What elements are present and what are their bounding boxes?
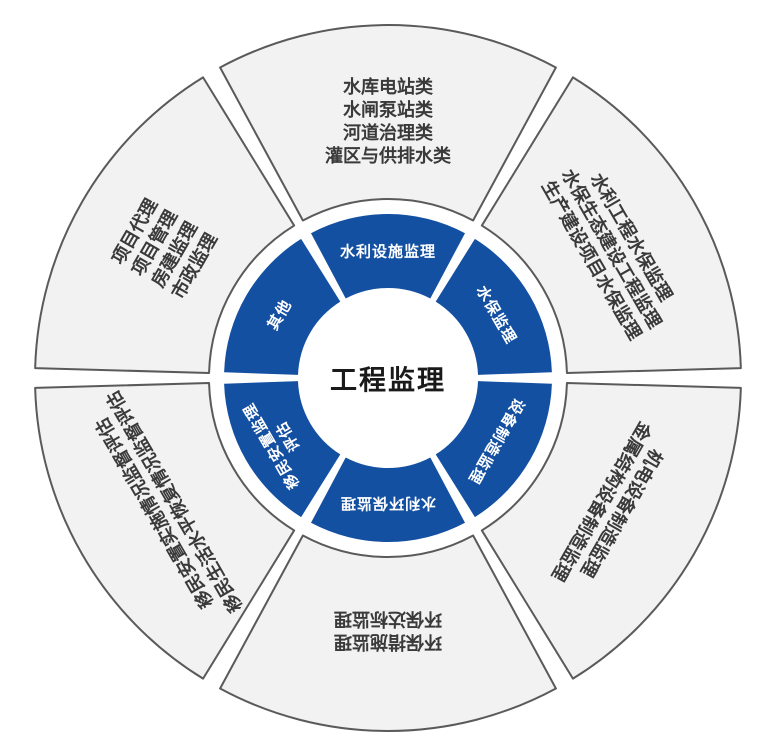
center-hub-circle (299, 289, 477, 467)
outer-label-line: 河道治理类 (343, 123, 433, 143)
outer-label-line: 灌区与供排水类 (325, 146, 451, 166)
outer-label-top: 水库电站类 水闸泵站类 河道治理类 灌区与供排水类 (325, 76, 451, 168)
center-label-text: 工程监理 (330, 365, 446, 396)
outer-label-line: 水库电站类 (343, 77, 433, 97)
outer-label-line: 环保达标监理 (334, 609, 442, 629)
inner-label-bottom: 水利环保监理 (340, 494, 436, 513)
outer-label-bottom: 环保措施监理 环保达标监理 (334, 607, 442, 653)
outer-label-line: 环保措施监理 (334, 632, 442, 652)
outer-label-line: 水闸泵站类 (343, 100, 433, 120)
inner-label-top: 水利设施监理 (340, 243, 436, 262)
inner-label-line: 水利环保监理 (339, 494, 437, 512)
center-hub-label: 工程监理 (330, 359, 446, 398)
inner-label-line: 水利设施监理 (339, 243, 437, 261)
